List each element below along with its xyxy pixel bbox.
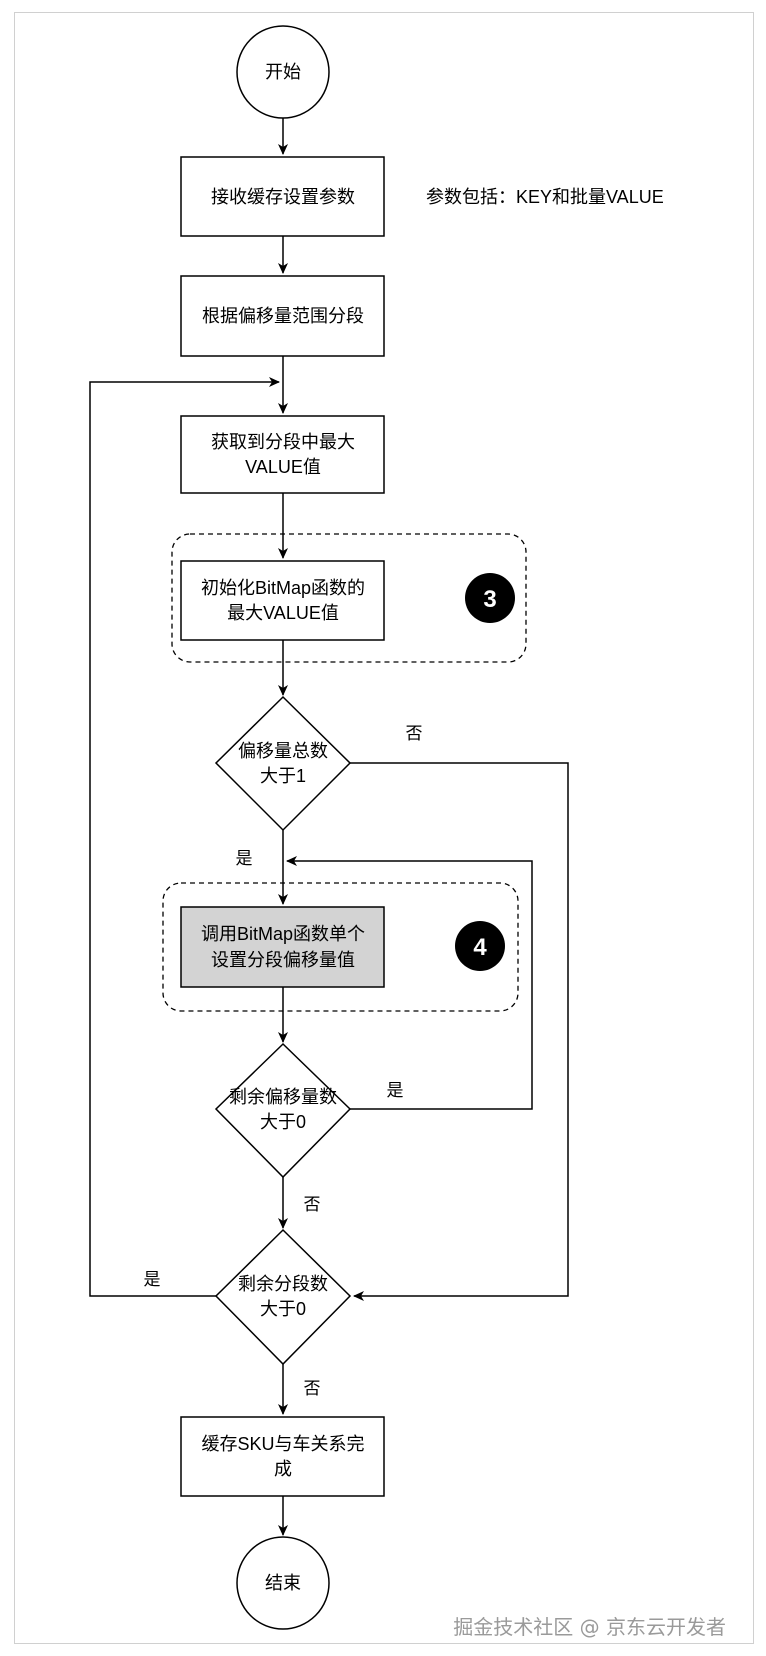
badge-3: 3 xyxy=(465,573,515,623)
badge-3-label: 3 xyxy=(483,586,496,613)
node-init-line1: 初始化BitMap函数的 xyxy=(201,578,365,598)
node-start-label: 开始 xyxy=(265,62,301,82)
decision-2: 剩余偏移量数 大于0 xyxy=(214,1042,352,1179)
node-complete-line2: 成 xyxy=(274,1459,292,1479)
label-decision2-yes: 是 xyxy=(387,1081,404,1100)
edge-decision2-yes xyxy=(286,856,533,1110)
node-segment: 根据偏移量范围分段 xyxy=(180,275,385,357)
watermark: 掘金技术社区 @ 京东云开发者 xyxy=(453,1615,726,1639)
edge-decision1-no xyxy=(350,762,569,1301)
decision-3-line2: 大于0 xyxy=(260,1299,306,1319)
node-end: 结束 xyxy=(236,1536,330,1630)
node-get-max-line2: VALUE值 xyxy=(245,457,321,477)
node-get-max: 获取到分段中最大 VALUE值 xyxy=(180,415,385,494)
node-init: 初始化BitMap函数的 最大VALUE值 xyxy=(180,560,385,641)
label-decision1-no: 否 xyxy=(406,724,423,743)
decision-1-line1: 偏移量总数 xyxy=(238,741,328,761)
node-call-line2: 设置分段偏移量值 xyxy=(211,950,355,970)
node-complete: 缓存SKU与车关系完 成 xyxy=(180,1416,385,1497)
decision-2-line1: 剩余偏移量数 xyxy=(229,1087,337,1107)
edges xyxy=(89,118,569,1536)
decision-1-line2: 大于1 xyxy=(260,766,306,786)
node-get-max-line1: 获取到分段中最大 xyxy=(211,432,355,452)
decision-1: 偏移量总数 大于1 xyxy=(214,695,352,832)
badge-4-label: 4 xyxy=(473,934,487,961)
note-params: 参数包括：KEY和批量VALUE xyxy=(426,187,664,207)
node-call: 调用BitMap函数单个 设置分段偏移量值 xyxy=(180,906,385,988)
label-decision3-no: 否 xyxy=(304,1379,321,1398)
node-call-line1: 调用BitMap函数单个 xyxy=(201,924,365,944)
node-end-label: 结束 xyxy=(265,1573,301,1593)
node-start: 开始 xyxy=(236,25,330,119)
decision-3: 剩余分段数 大于0 xyxy=(214,1228,352,1366)
label-decision2-no: 否 xyxy=(304,1195,321,1214)
node-complete-line1: 缓存SKU与车关系完 xyxy=(201,1434,364,1454)
node-receive-label: 接收缓存设置参数 xyxy=(211,187,355,207)
diagram-frame xyxy=(14,12,754,1644)
label-decision1-yes: 是 xyxy=(236,849,253,868)
decision-2-line2: 大于0 xyxy=(260,1112,306,1132)
node-segment-label: 根据偏移量范围分段 xyxy=(202,306,364,326)
edge-decision3-yes xyxy=(89,377,280,1297)
label-decision3-yes: 是 xyxy=(144,1270,161,1289)
badge-4: 4 xyxy=(455,921,505,971)
node-init-line2: 最大VALUE值 xyxy=(227,603,339,623)
decision-3-line1: 剩余分段数 xyxy=(238,1274,328,1294)
group-3 xyxy=(171,533,527,663)
node-receive: 接收缓存设置参数 xyxy=(180,156,385,237)
